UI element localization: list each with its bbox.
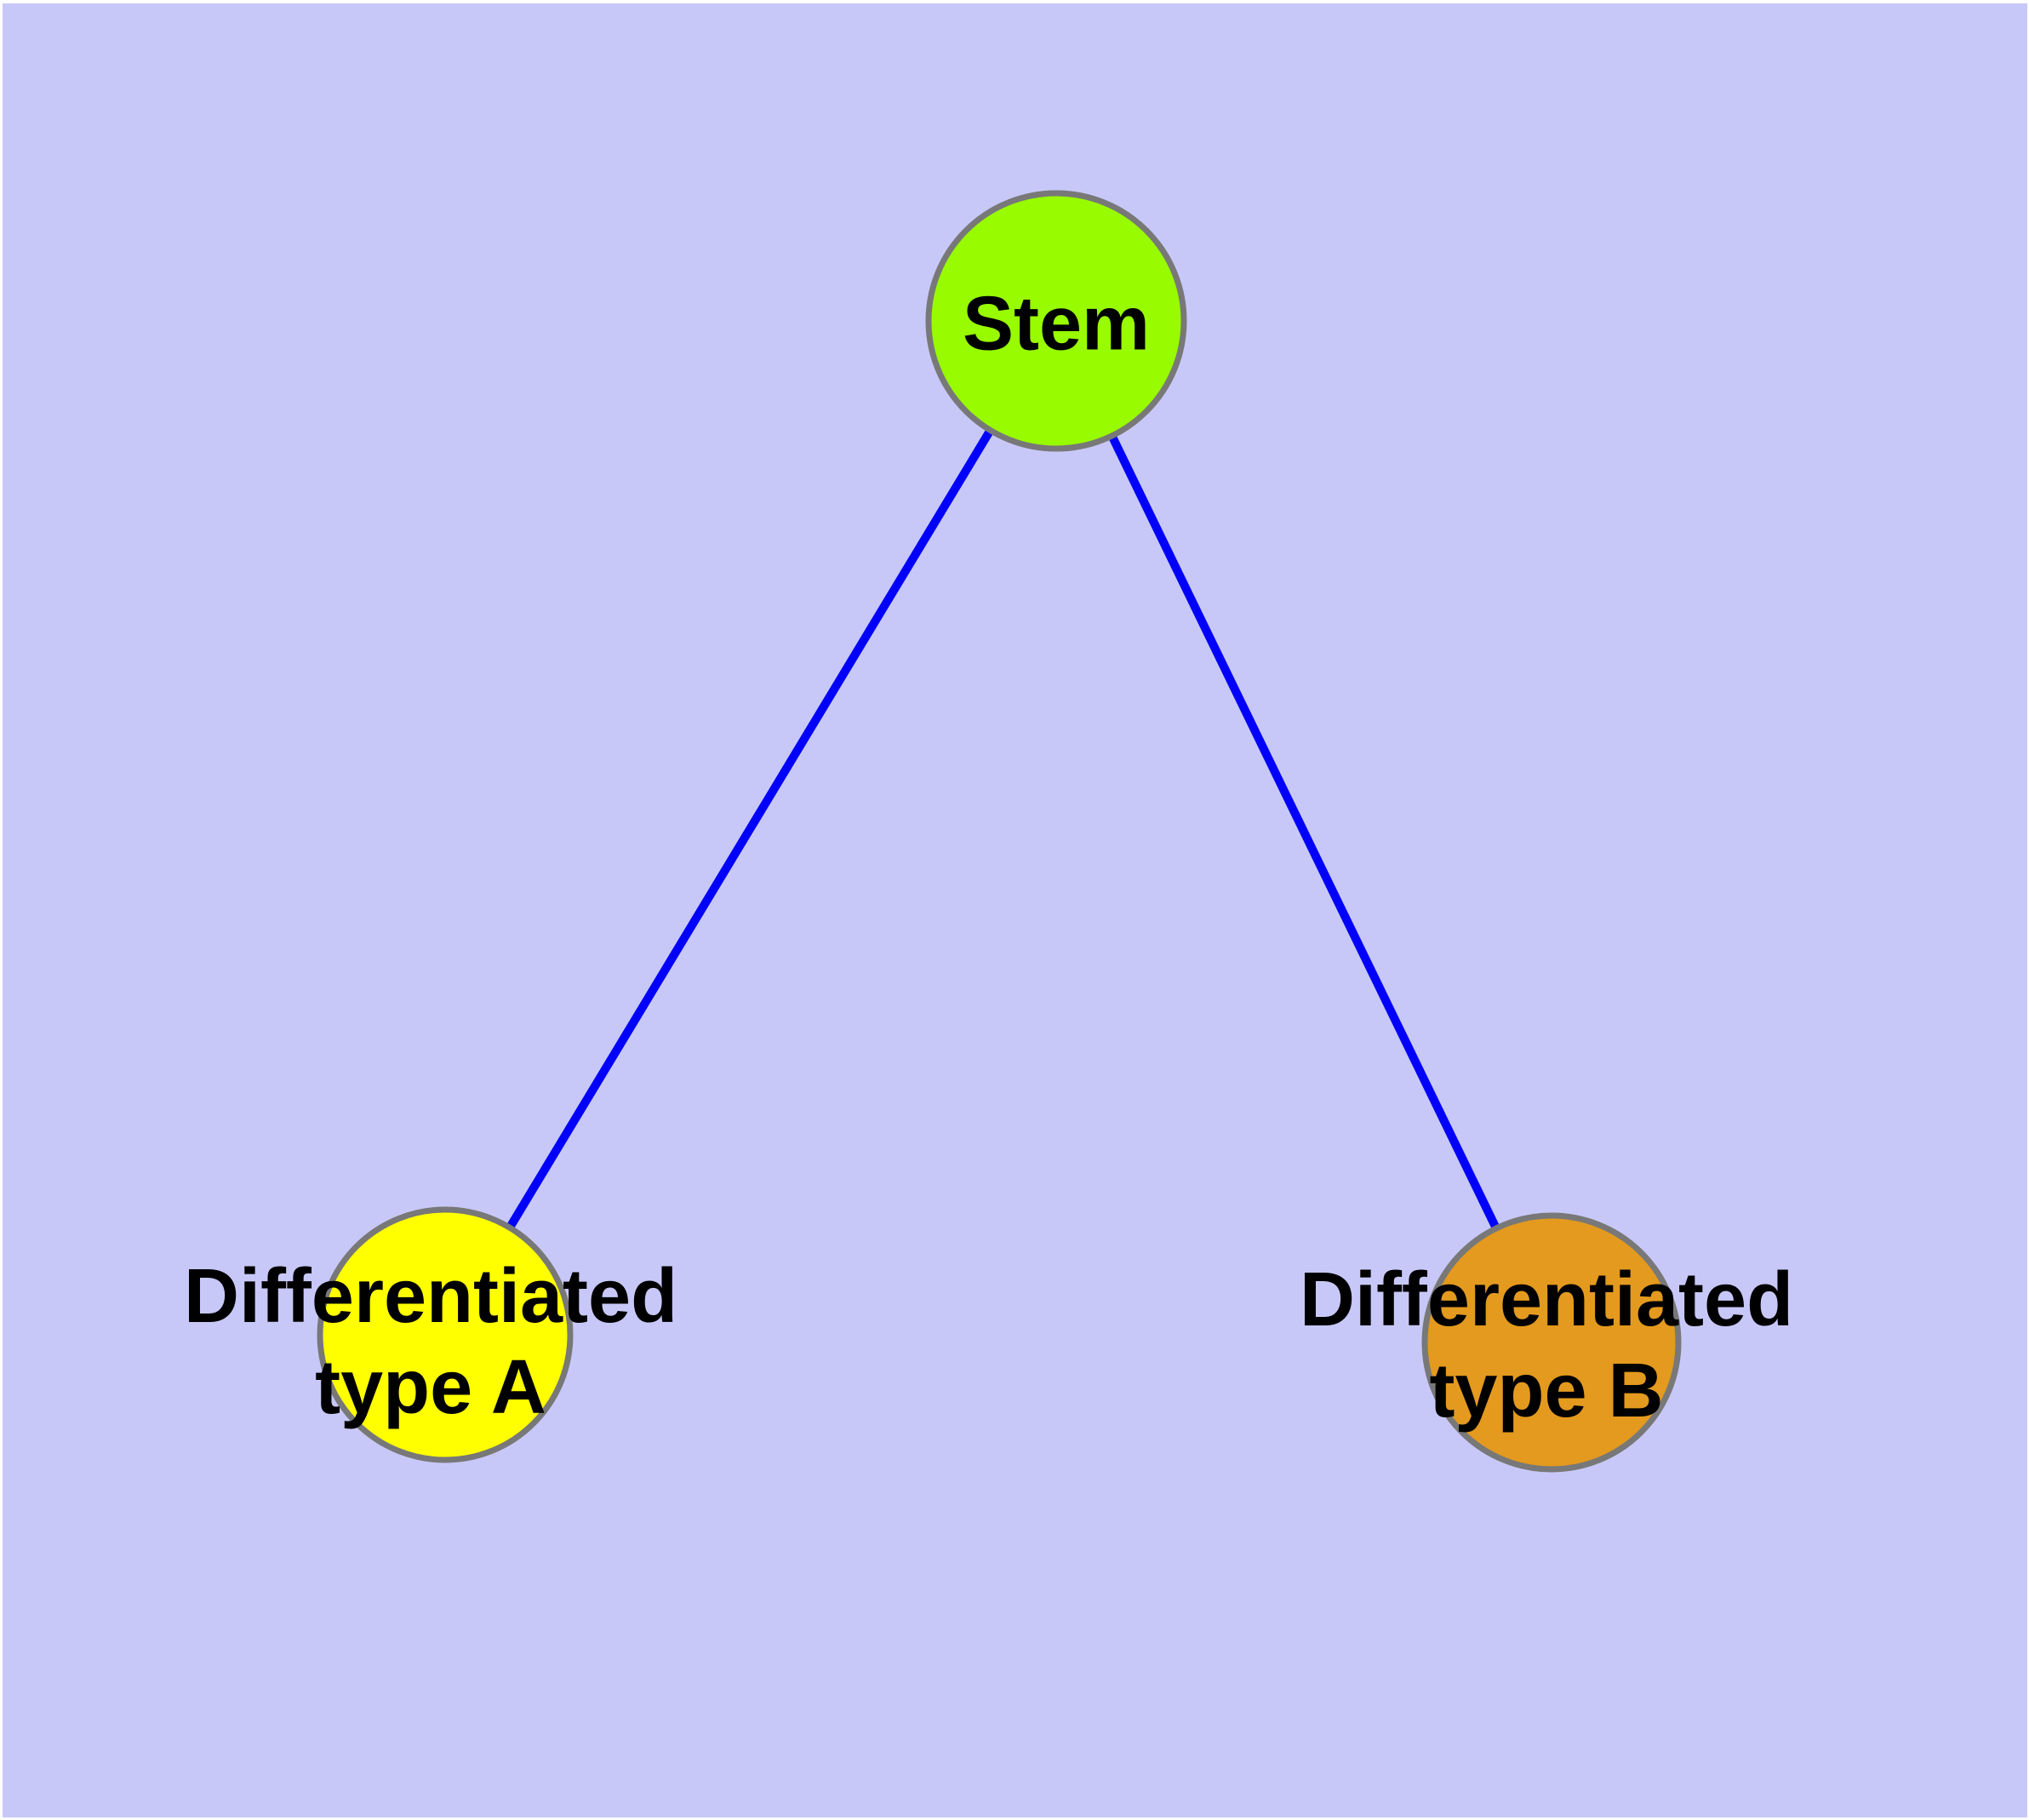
edge-stem-to-type-a [441, 318, 1060, 1337]
stem-node-label: Stem [962, 281, 1151, 367]
diagram-canvas: Stem Differentiated type A Differentiate… [3, 3, 2027, 1817]
type-a-node-label: Differentiated type A [183, 1254, 678, 1430]
type-a-node [317, 1206, 574, 1463]
graph-svg [317, 190, 1682, 1473]
type-b-node-label: Differentiated type B [1299, 1257, 1794, 1434]
type-b-node [1421, 1212, 1682, 1473]
edge-stem-to-type-b [1052, 318, 1556, 1345]
stem-node [925, 190, 1187, 452]
